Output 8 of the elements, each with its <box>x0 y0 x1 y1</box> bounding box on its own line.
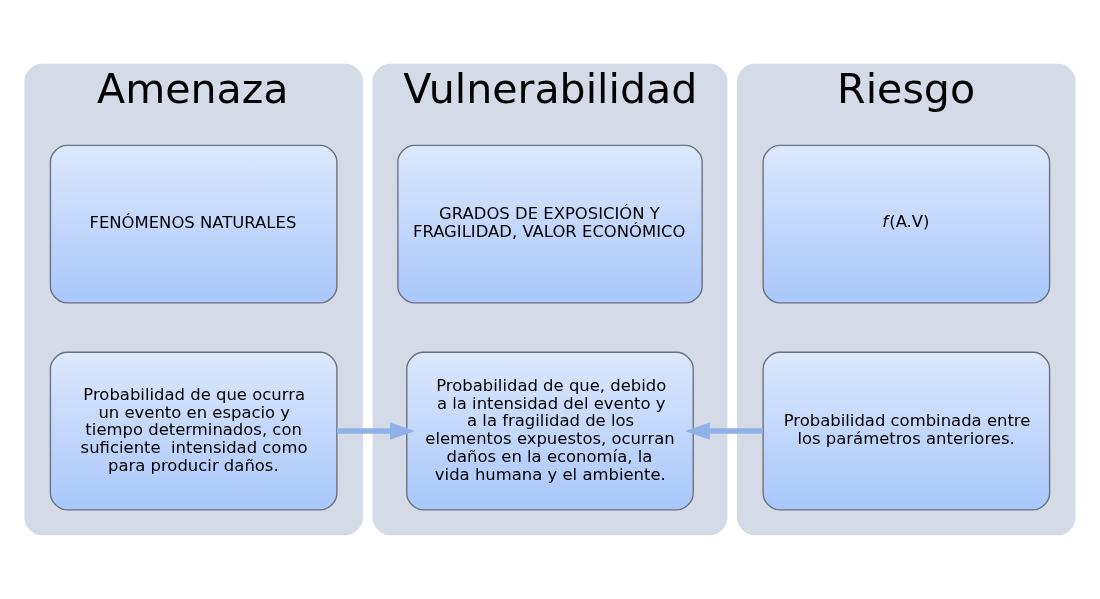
node-box: GRADOS DE EXPOSICIÓN Y FRAGILIDAD, VALOR ECONÓMICO <box>397 144 703 304</box>
node-box: FENÓMENOS NATURALES <box>49 144 338 304</box>
node-box: f(A.V) <box>762 144 1051 304</box>
arrow <box>685 422 763 440</box>
node-box: Probabilidad de que ocurra un evento en espacio y tiempo determinados, con suficiente intensidad como para producir daños. <box>49 351 338 511</box>
arrow <box>337 422 415 440</box>
node-box: Probabilidad de que, debido a la intensidad del evento y a la fragilidad de los elementos expuestos, ocurran daños en la economía, la vida humana y el ambiente. <box>406 351 694 511</box>
node-box: Probabilidad combinada entre los parámetros anteriores. <box>762 351 1051 511</box>
